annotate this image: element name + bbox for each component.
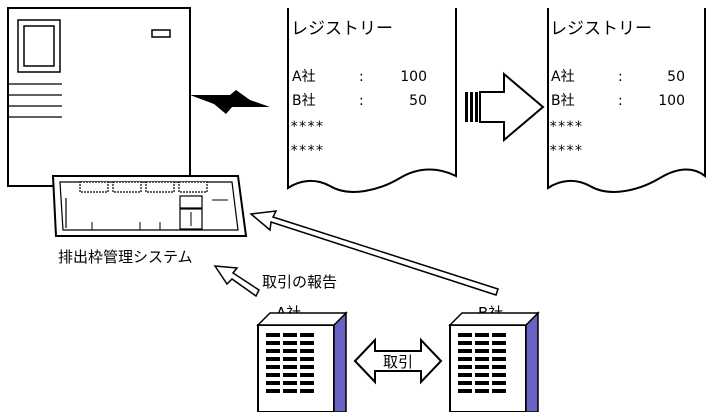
row-amount: 50 bbox=[667, 69, 685, 85]
row-company: B社 bbox=[292, 93, 316, 109]
row-separator: : bbox=[618, 69, 623, 85]
row-amount: 100 bbox=[658, 93, 685, 109]
trade-label: 取引 bbox=[383, 353, 413, 371]
registry-before-document: レジストリー A社 : 100 B社 : 50 **** **** bbox=[288, 8, 456, 192]
registry-before-row: A社 : 100 bbox=[292, 69, 427, 85]
row-company: A社 bbox=[551, 69, 575, 85]
report-label: 取引の報告 bbox=[262, 273, 337, 291]
report-arrow-from-a-icon bbox=[215, 266, 259, 296]
registry-before-title: レジストリー bbox=[291, 19, 393, 39]
company-b-building-icon bbox=[450, 313, 538, 412]
row-amount: 50 bbox=[409, 93, 427, 109]
lightning-bolt-icon bbox=[190, 90, 270, 114]
row-company: **** bbox=[549, 119, 583, 135]
row-company: A社 bbox=[292, 69, 316, 85]
registry-after-row: B社 : 100 bbox=[551, 93, 685, 109]
row-company: **** bbox=[290, 143, 324, 159]
system-label: 排出枠管理システム bbox=[58, 248, 193, 266]
row-company: **** bbox=[290, 119, 324, 135]
row-company: **** bbox=[549, 143, 583, 159]
row-amount: 100 bbox=[400, 69, 427, 85]
row-company: B社 bbox=[551, 93, 575, 109]
row-separator: : bbox=[359, 69, 364, 85]
keyboard-console-icon bbox=[53, 176, 246, 236]
row-separator: : bbox=[359, 93, 364, 109]
registry-after-title: レジストリー bbox=[550, 19, 652, 39]
row-separator: : bbox=[618, 93, 623, 109]
server-tower-icon bbox=[8, 8, 190, 186]
company-a-building-icon bbox=[258, 313, 346, 412]
update-arrow-icon bbox=[465, 74, 543, 140]
registry-after-document: レジストリー A社 : 50 B社 : 100 **** **** bbox=[548, 8, 705, 192]
